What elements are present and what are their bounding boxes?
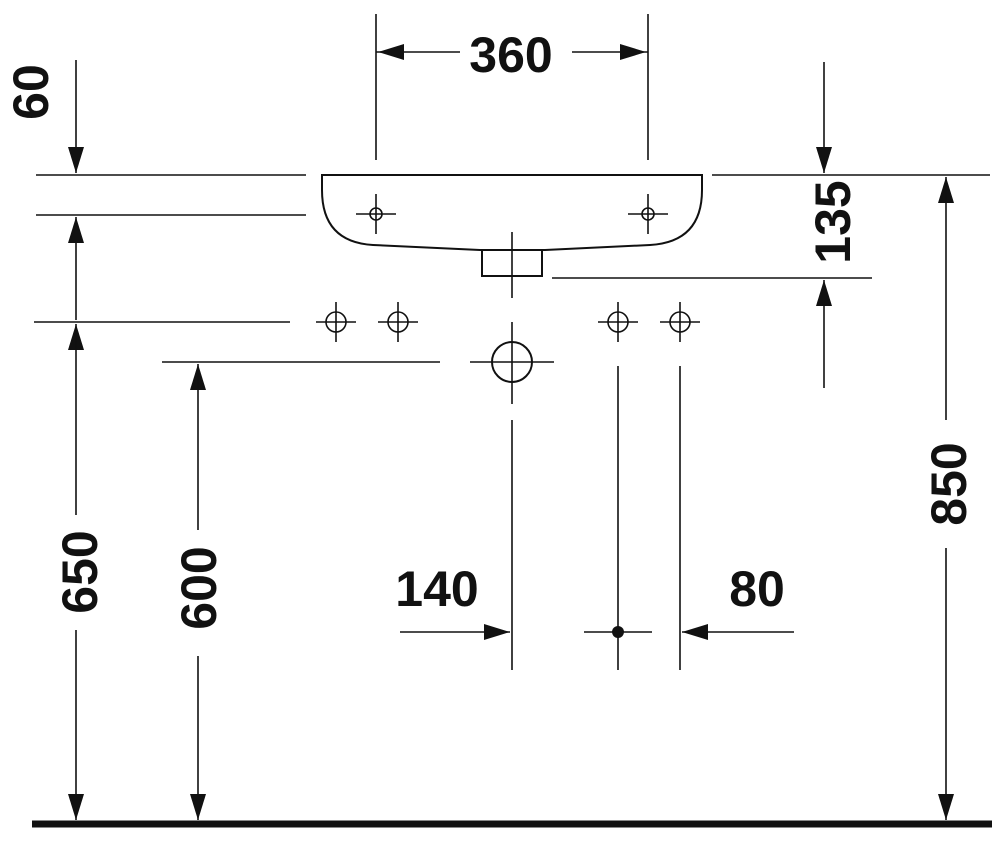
- dim-650-arrow-bottom: [68, 794, 84, 820]
- dim-60-label: 60: [3, 64, 59, 120]
- dim-360-label: 360: [469, 27, 552, 83]
- supply-left-outer-icon: [316, 302, 356, 342]
- dim-60-arrow-top: [68, 147, 84, 173]
- dim-60-arrow-bottom: [68, 217, 84, 243]
- dim-80-arrow: [682, 624, 708, 640]
- dim-135-arrow-top: [816, 147, 832, 173]
- dim-140-arrow: [484, 624, 510, 640]
- basin-outline: [321, 174, 703, 251]
- dim-600-label: 600: [171, 546, 227, 629]
- dim-600-arrow-bottom: [190, 794, 206, 820]
- dim-360-arrow-left: [378, 44, 404, 60]
- dim-135-label: 135: [805, 180, 861, 263]
- dim-650-label: 650: [52, 530, 108, 613]
- supply-right-inner-icon: [598, 302, 638, 342]
- supply-right-outer-icon: [660, 302, 700, 342]
- dim-135-arrow-bottom: [816, 280, 832, 306]
- dim-80-label: 80: [729, 561, 785, 617]
- dim-140-label: 140: [395, 561, 478, 617]
- waste-pipe-icon: [470, 322, 554, 404]
- tap-hole-right-icon: [628, 194, 668, 234]
- supply-left-inner-icon: [378, 302, 418, 342]
- tap-hole-left-icon: [356, 194, 396, 234]
- dim-80-dot: [612, 626, 624, 638]
- dim-850-label: 850: [921, 442, 977, 525]
- dim-360-arrow-right: [620, 44, 646, 60]
- dim-850-arrow-bottom: [938, 794, 954, 820]
